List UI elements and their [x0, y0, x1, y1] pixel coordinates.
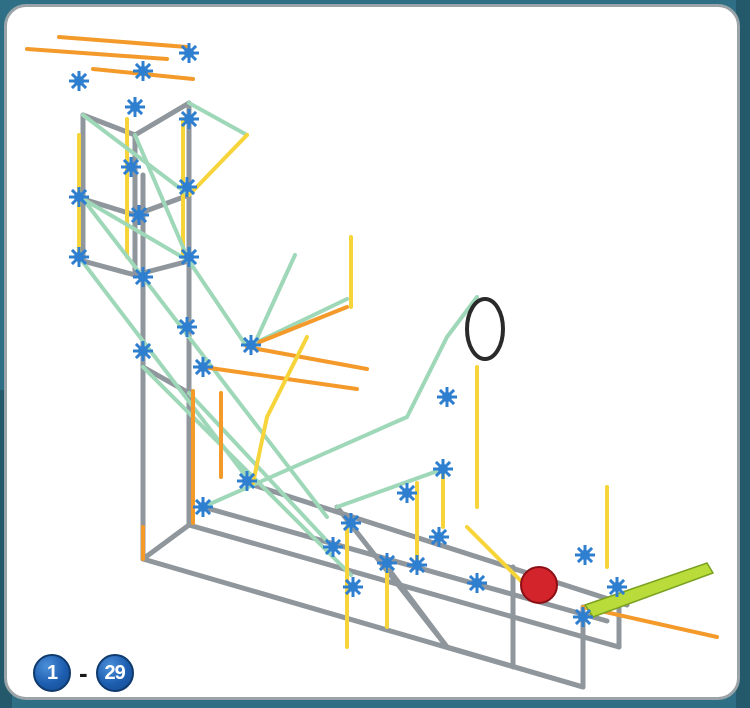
blue-connector-hub — [179, 247, 199, 267]
model-rod — [25, 47, 169, 61]
red-gear — [520, 566, 558, 604]
model-rod — [445, 295, 479, 339]
step-start-badge: 1 — [33, 654, 71, 692]
step-range: 1 - 29 — [33, 653, 134, 693]
blue-connector-hub — [377, 553, 397, 573]
model-rod — [265, 335, 309, 419]
knex-model-illustration — [25, 35, 719, 690]
model-rod — [81, 113, 191, 197]
blue-connector-hub — [69, 71, 89, 91]
blue-connector-hub — [129, 205, 149, 225]
blue-connector-hub — [407, 555, 427, 575]
model-rod — [251, 253, 297, 349]
blue-connector-hub — [437, 387, 457, 407]
model-rod — [81, 197, 191, 263]
blue-connector-hub — [133, 267, 153, 287]
blue-connector-hub — [323, 537, 343, 557]
blue-connector-hub — [193, 497, 213, 517]
blue-connector-hub — [121, 157, 141, 177]
model-rod — [80, 258, 138, 278]
model-rod — [81, 197, 329, 519]
blue-connector-hub — [341, 513, 361, 533]
blue-connector-hub — [237, 471, 257, 491]
model-rod — [251, 415, 269, 485]
blue-connector-hub — [133, 341, 153, 361]
model-rod — [201, 415, 409, 509]
model-rod — [133, 133, 191, 263]
model-rod — [132, 100, 192, 138]
blue-connector-hub — [241, 335, 261, 355]
model-rod — [384, 564, 450, 650]
blue-connector-hub — [125, 97, 145, 117]
blue-connector-hub — [69, 187, 89, 207]
model-rod — [140, 522, 192, 562]
model-rod — [465, 525, 529, 589]
step-end-badge: 29 — [95, 654, 134, 692]
model-rod — [57, 35, 189, 49]
blue-connector-hub — [573, 607, 593, 627]
model-rod — [405, 335, 449, 419]
blue-connector-hub — [69, 247, 89, 267]
blue-connector-hub — [397, 483, 417, 503]
model-rod — [187, 133, 249, 197]
instruction-card: 1 - 29 — [4, 4, 740, 700]
model-rod — [245, 345, 369, 371]
model-rod — [201, 365, 359, 391]
blue-connector-hub — [177, 177, 197, 197]
blue-connector-hub — [429, 527, 449, 547]
model-rod — [200, 504, 610, 624]
blue-connector-hub — [177, 317, 197, 337]
step-range-separator: - — [79, 657, 88, 688]
blue-connector-hub — [343, 577, 363, 597]
model-rod — [187, 101, 249, 137]
blue-connector-hub — [433, 459, 453, 479]
blue-connector-hub — [133, 61, 153, 81]
blue-connector-hub — [467, 573, 487, 593]
model-rod — [245, 305, 349, 349]
blue-connector-hub — [193, 357, 213, 377]
black-loop-track — [465, 297, 505, 361]
model-rod — [335, 467, 445, 509]
blue-connector-hub — [575, 545, 595, 565]
model-rod — [244, 480, 630, 608]
blue-connector-hub — [607, 577, 627, 597]
blue-connector-hub — [179, 109, 199, 129]
model-rod — [187, 259, 249, 349]
lime-track-piece — [583, 562, 715, 618]
blue-connector-hub — [179, 43, 199, 63]
